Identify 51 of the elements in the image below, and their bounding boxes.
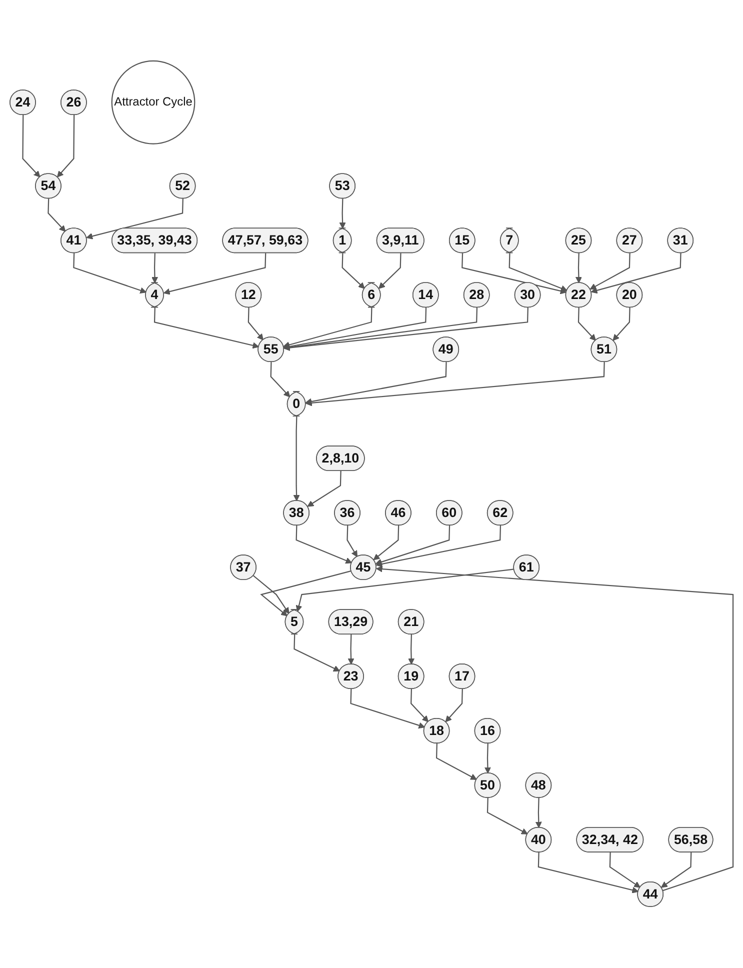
arrow [294, 634, 340, 672]
arrow [293, 416, 300, 502]
arrow [86, 198, 184, 240]
arrow [612, 308, 630, 342]
arrow [151, 253, 158, 284]
arrow [408, 634, 415, 665]
arrow [590, 253, 682, 294]
arrow [73, 253, 146, 294]
arrow [376, 566, 734, 892]
arrow [296, 568, 514, 612]
arrow [578, 308, 596, 342]
arrow [283, 308, 372, 348]
arrow [248, 308, 264, 341]
arrow [296, 526, 352, 564]
arrow [346, 526, 358, 558]
arrow [535, 798, 542, 828]
arrow [350, 689, 426, 729]
arrow [284, 308, 478, 351]
arrow [445, 689, 463, 722]
arrow [660, 852, 692, 888]
arrow [305, 362, 605, 406]
arrow [462, 253, 567, 294]
arrow [376, 526, 502, 568]
arrow [339, 198, 346, 230]
arrow [590, 253, 630, 290]
arrow [48, 198, 66, 232]
arrow [508, 253, 568, 292]
arrow [538, 852, 639, 894]
arrow [342, 253, 365, 290]
arrow [284, 308, 528, 352]
arrow [253, 576, 290, 614]
arrow [307, 471, 342, 508]
arrow [609, 852, 640, 888]
arrow [56, 115, 75, 178]
arrow [378, 253, 402, 290]
arrow [375, 526, 450, 566]
arrow [348, 634, 354, 665]
arrow [260, 570, 352, 617]
arrow [436, 744, 477, 780]
arrow [575, 253, 582, 284]
arrow [410, 689, 429, 722]
arrow [284, 308, 427, 350]
arrow [486, 798, 528, 835]
arrow [154, 308, 260, 349]
arrow [484, 744, 491, 774]
arrow [270, 362, 290, 398]
arrow [163, 253, 266, 296]
node-circle: Attractor Cycle [111, 60, 196, 145]
arrow [305, 362, 447, 405]
arrow [373, 526, 400, 560]
arrow [22, 115, 40, 178]
